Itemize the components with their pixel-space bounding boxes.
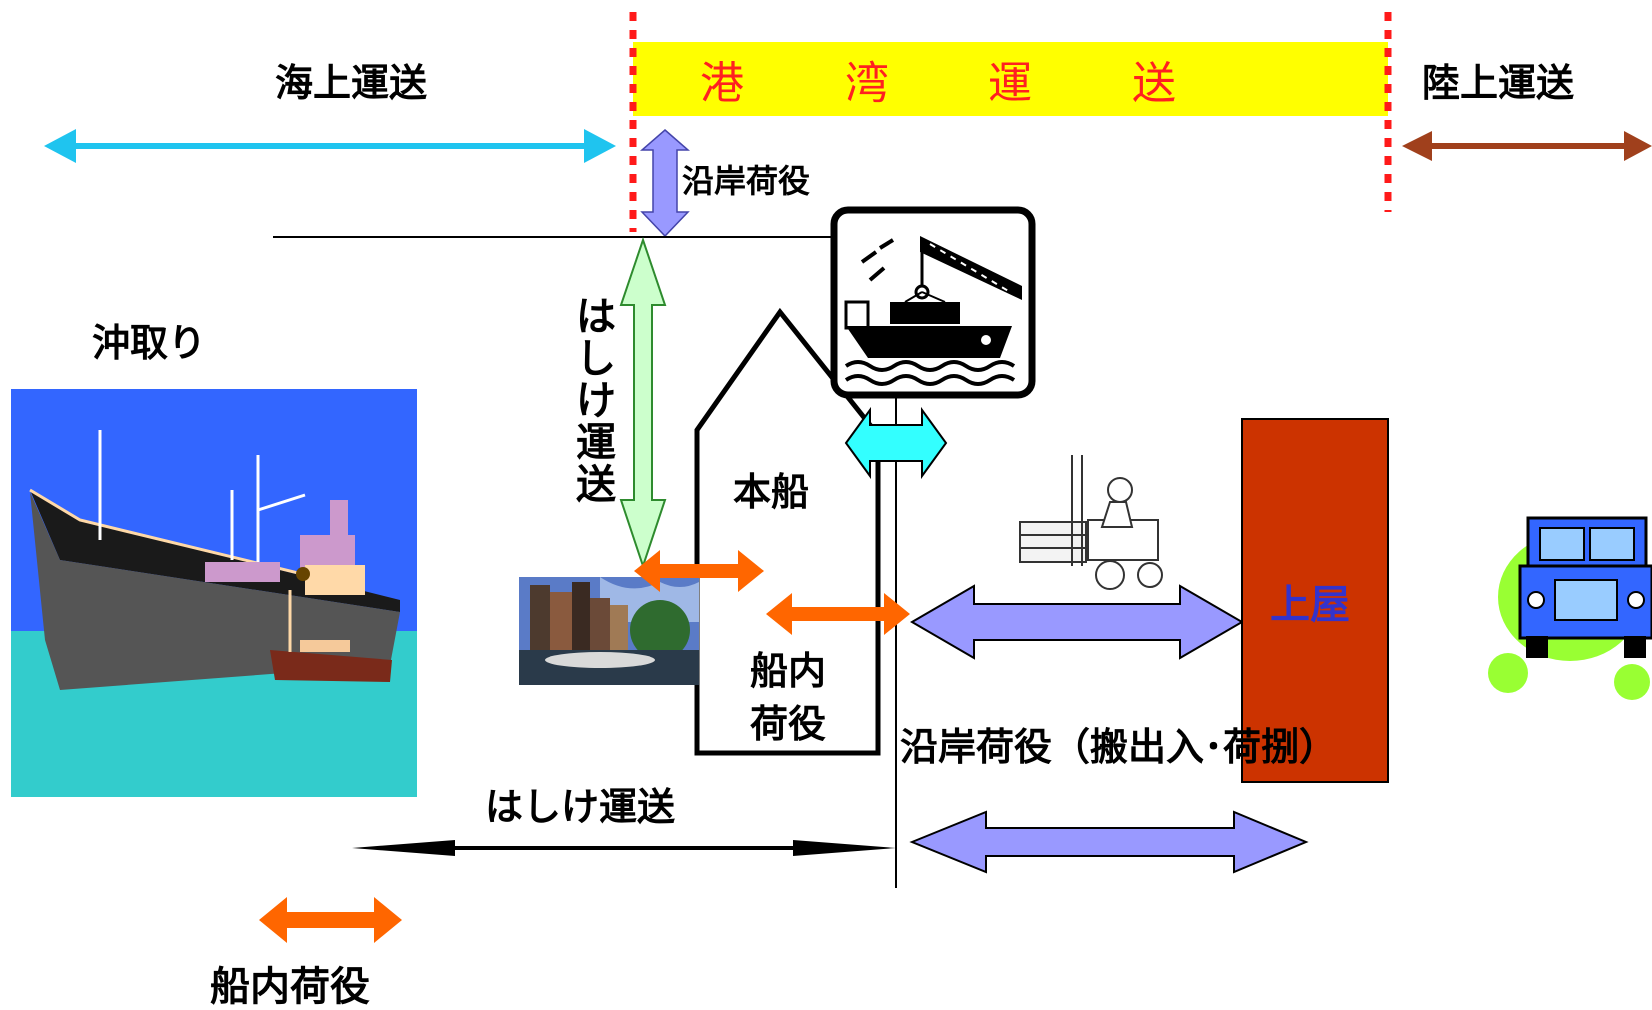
lighter-vertical-arrow [619, 236, 667, 570]
lighter-char-4: 運 [576, 420, 616, 466]
lilac-arrow-bottom [909, 810, 1309, 874]
warehouse-label: 上屋 [1270, 582, 1350, 628]
port-char-3: 運 [988, 58, 1032, 109]
sea-transport-label: 海上運送 [275, 61, 427, 105]
forklift-icon [1019, 455, 1163, 590]
land-transport-label: 陸上運送 [1422, 61, 1574, 105]
main-ship-outline [694, 307, 881, 756]
lighter-bottom-arrow [352, 840, 896, 856]
port-char-2: 湾 [845, 58, 889, 109]
orange-arrow-lighter-to-ship [634, 550, 764, 592]
orange-arrow-shipboard-bottom [259, 897, 402, 943]
lighter-char-1: は [576, 294, 616, 340]
port-transport-title: 港 湾 運 送 [700, 58, 1176, 109]
offshore-loading-label: 沖取り [92, 321, 206, 365]
port-char-1: 港 [700, 58, 744, 109]
lighter-transport-bottom-label: はしけ運送 [485, 785, 675, 829]
lighter-char-2: し [576, 336, 616, 382]
lilac-arrow-quay-warehouse [910, 584, 1244, 660]
cargo-ship-picture [11, 389, 417, 797]
crane-ship-icon [830, 206, 1036, 399]
cyan-transfer-arrow [844, 406, 948, 480]
port-transport-band [633, 42, 1388, 116]
land-transport-arrow [1402, 131, 1652, 161]
shipboard-handling-bottom-label: 船内荷役 [210, 964, 370, 1010]
main-ship-label: 本船 [733, 470, 809, 514]
canal-photo [519, 577, 699, 685]
warehouse-building [1241, 418, 1389, 783]
lighter-char-5: 送 [576, 462, 616, 508]
truck-icon [1488, 516, 1652, 700]
lighter-char-3: け [576, 378, 616, 424]
sea-transport-arrow [44, 129, 616, 163]
shipboard-handling-label-2: 荷役 [750, 702, 826, 746]
coastal-handling-top-label: 沿岸荷役 [682, 162, 810, 200]
orange-arrow-ship-internal [766, 593, 910, 635]
port-char-4: 送 [1132, 58, 1176, 109]
lighter-vertical-label: は し け 運 送 [576, 294, 616, 508]
coastal-handling-detail-label: 沿岸荷役（搬出入･荷捌） [900, 725, 1337, 769]
shipboard-handling-label-1: 船内 [750, 649, 826, 693]
